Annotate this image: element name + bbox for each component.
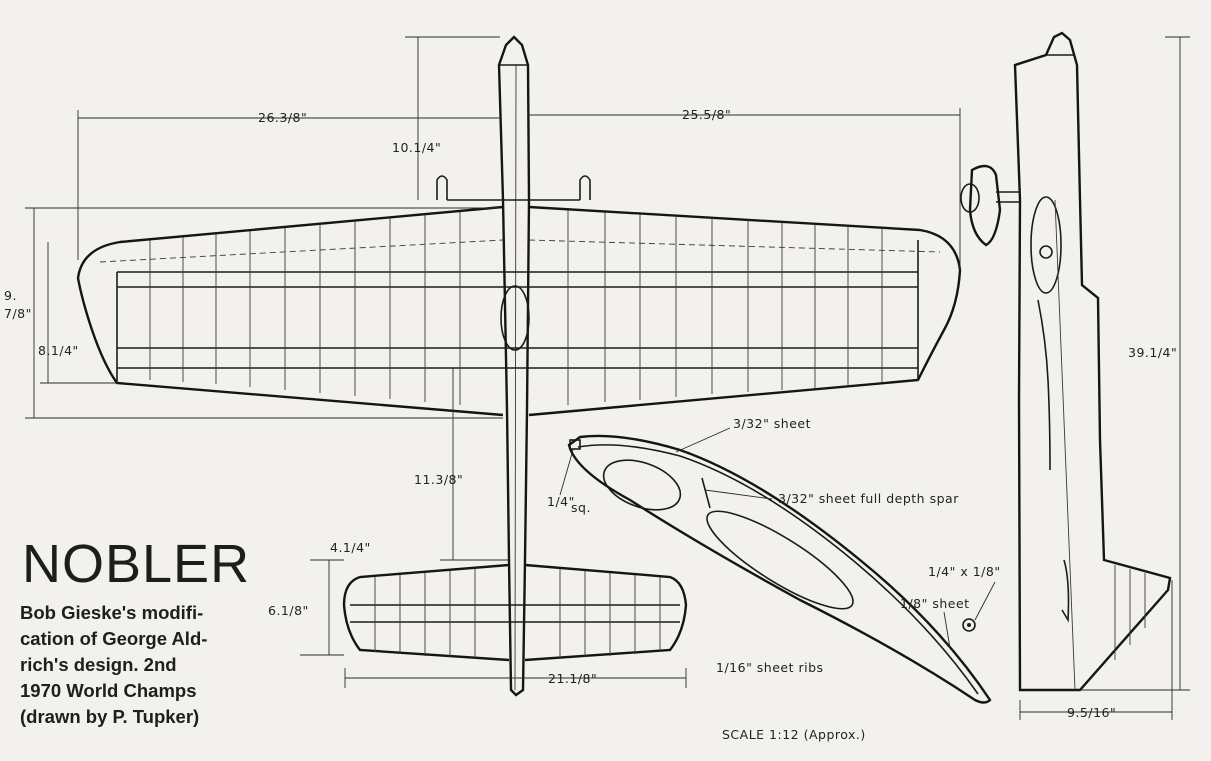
stabilizer-top-view [342, 563, 688, 662]
label-top-sheet: 3/32" sheet [733, 416, 811, 431]
caption-line: (drawn by P. Tupker) [20, 706, 200, 727]
dim-stab-offset: 4.1/4" [330, 540, 371, 555]
fuselage-top-view [497, 35, 531, 697]
side-view [960, 31, 1172, 692]
wing-top-view [76, 205, 962, 417]
dim-right-span: 25.5/8" [682, 107, 731, 122]
wing-rib-section [567, 434, 992, 704]
label-spar: 3/32" sheet full depth spar [778, 491, 959, 506]
dimension-labels: 26.3/8" 25.5/8" 10.1/4" 9. 7/8" 8.1/4" 1… [4, 107, 1177, 720]
caption: Bob Gieske's modifi- cation of George Al… [20, 600, 256, 730]
label-ribs: 1/16" sheet ribs [716, 660, 824, 675]
dim-left-span: 26.3/8" [258, 110, 307, 125]
dim-stab-chord: 6.1/8" [268, 603, 309, 618]
dim-tail-moment: 11.3/8" [414, 472, 463, 487]
caption-line: 1970 World Champs [20, 680, 197, 701]
dim-side-height: 9.5/16" [1067, 705, 1116, 720]
caption-line: rich's design. 2nd [20, 654, 177, 675]
caption-line: Bob Gieske's modifi- [20, 602, 204, 623]
dim-tip-chord: 8.1/4" [38, 343, 79, 358]
title: NOBLER [22, 534, 250, 594]
dim-stab-span: 21.1/8" [548, 671, 597, 686]
engine-stacks [436, 175, 591, 201]
label-le-square-sq: sq. [571, 500, 591, 515]
dim-root-chord-frac: 7/8" [4, 306, 32, 321]
rib-labels: 3/32" sheet 3/32" sheet full depth spar … [547, 416, 1001, 742]
dimension-lines [25, 36, 1190, 720]
scale-note: SCALE 1:12 (Approx.) [722, 727, 866, 742]
dim-root-chord: 9. [4, 288, 17, 303]
dim-nose-to-le: 10.1/4" [392, 140, 441, 155]
label-te-sheet: 1/8" sheet [900, 596, 970, 611]
dim-length: 39.1/4" [1128, 345, 1177, 360]
label-le-square: 1/4" [547, 494, 575, 509]
caption-line: cation of George Ald- [20, 628, 208, 649]
label-bellcrank: 1/4" x 1/8" [928, 564, 1001, 579]
